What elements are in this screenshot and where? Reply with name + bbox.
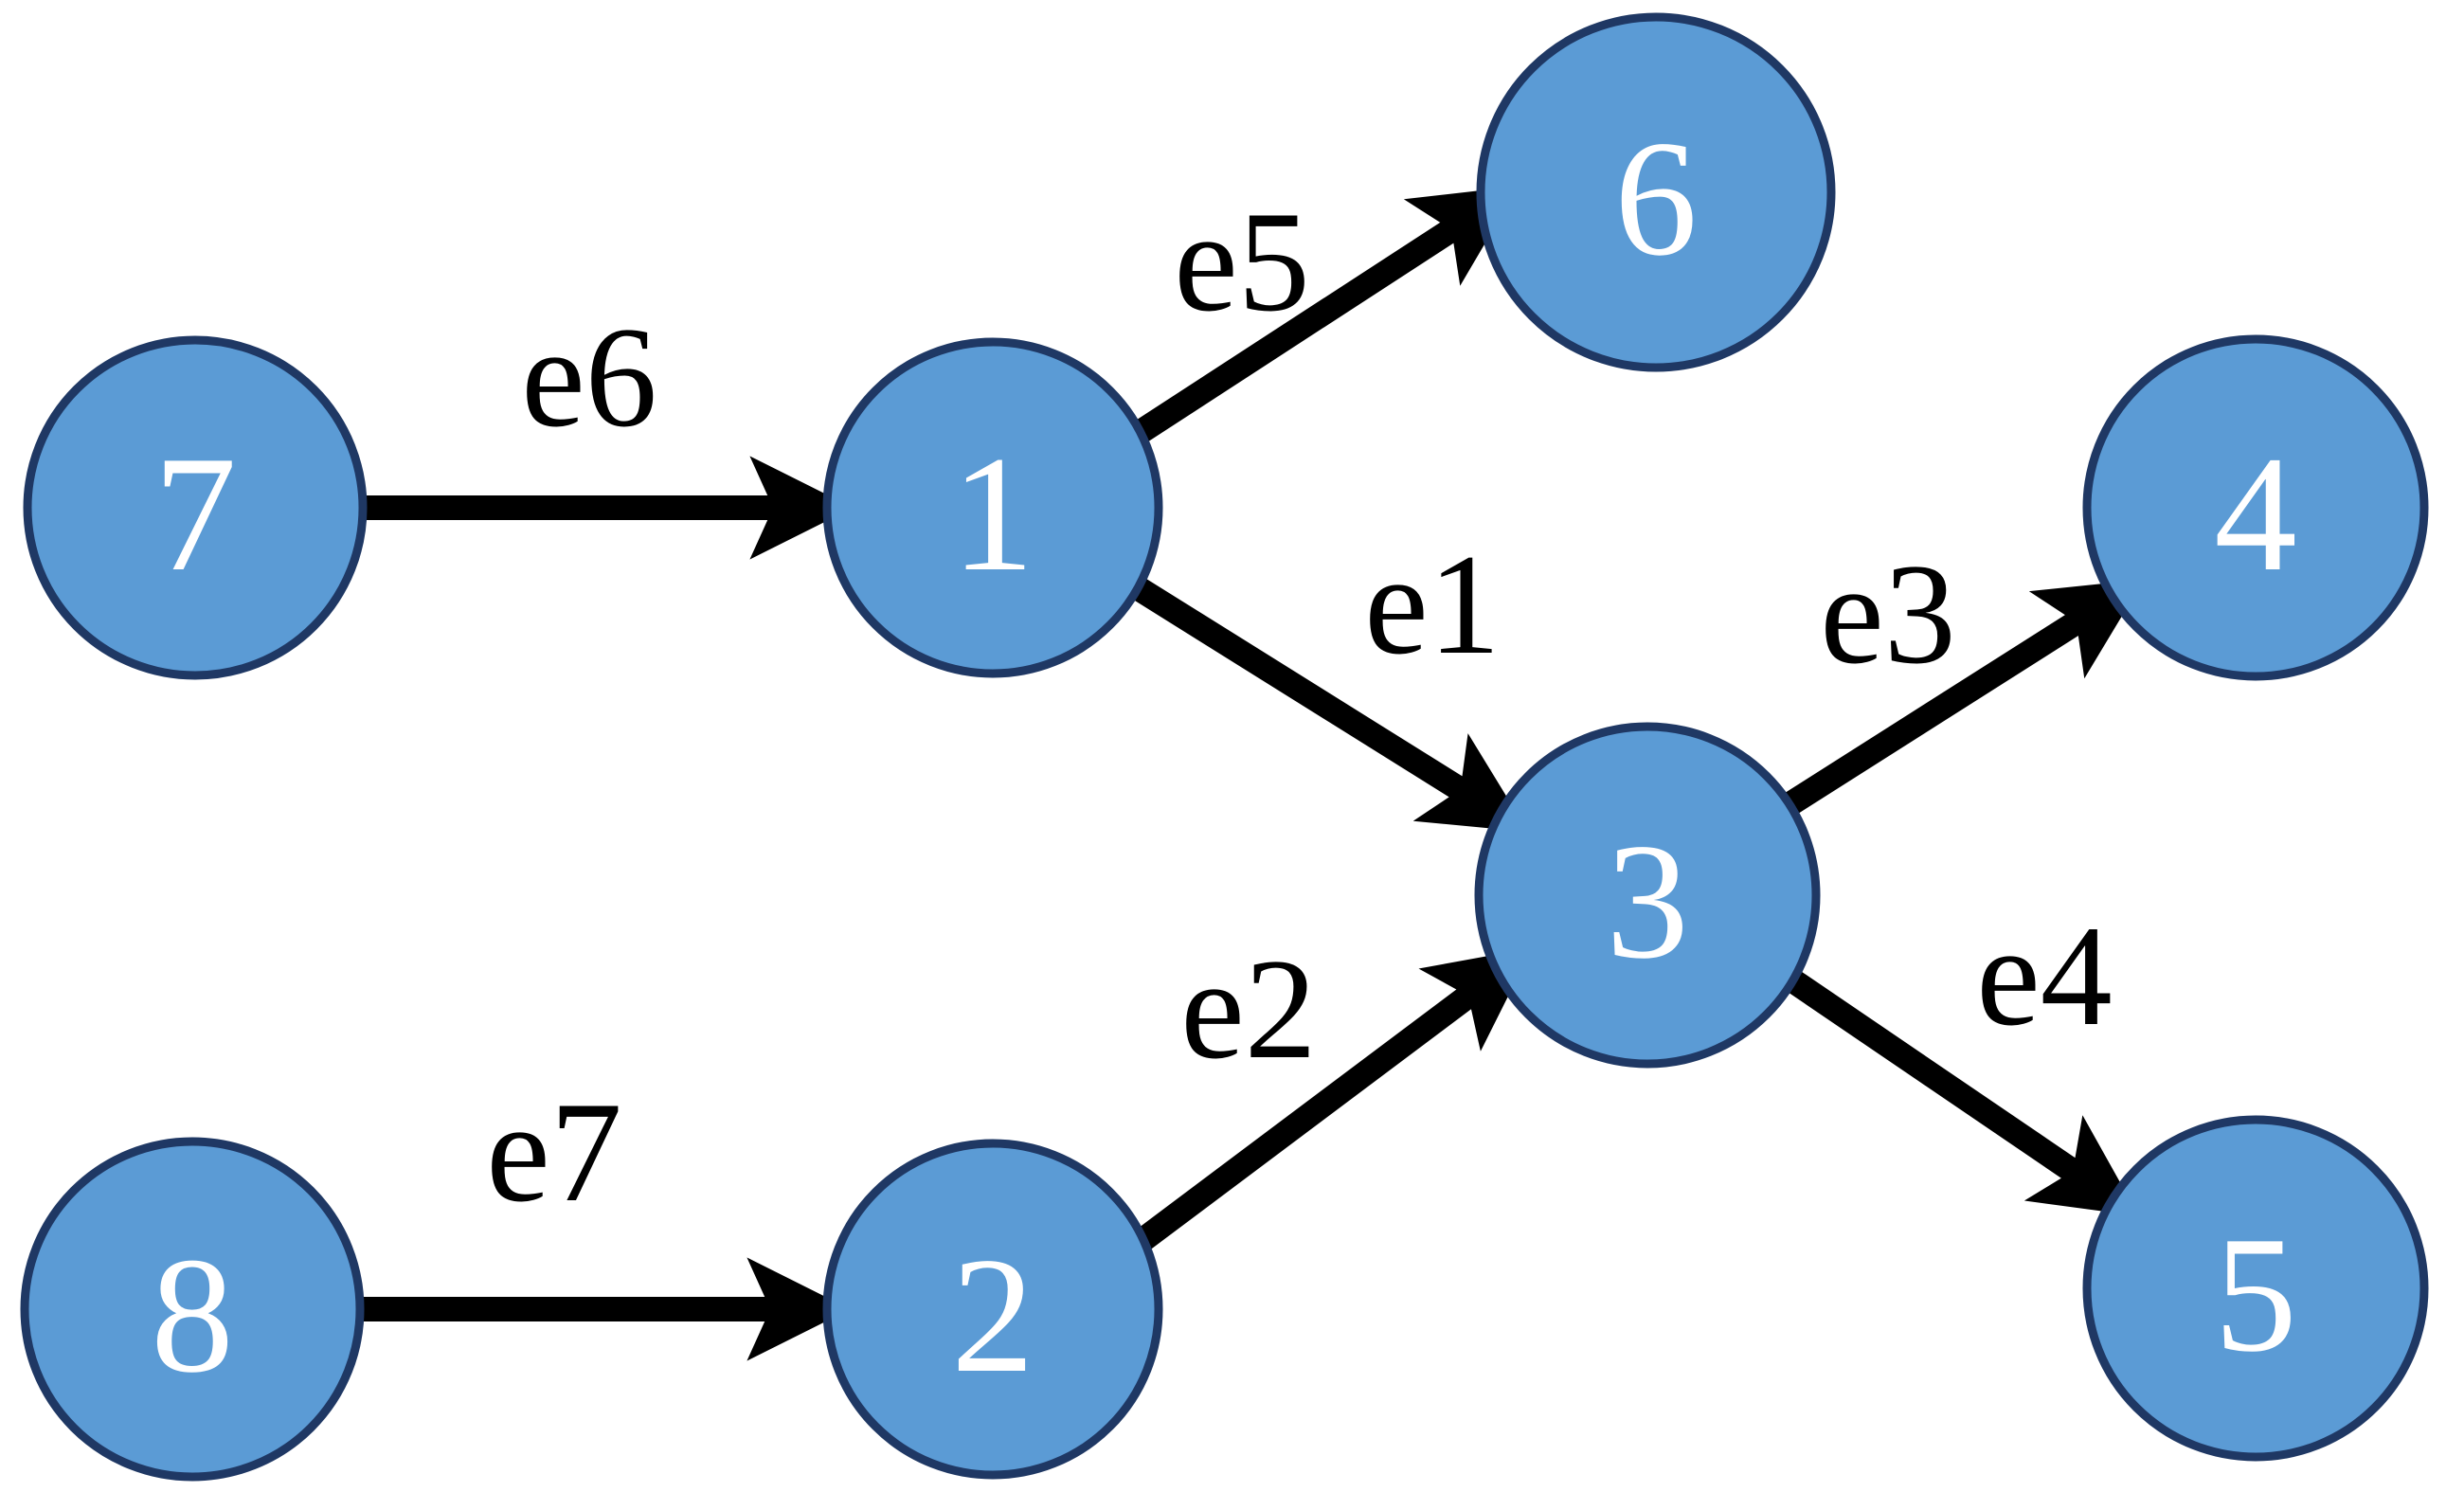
edge-e1-label: e1: [1364, 525, 1500, 684]
edge-e6-label: e6: [521, 297, 656, 457]
node-3-label: 3: [1606, 809, 1689, 993]
node-8-label: 8: [151, 1223, 234, 1407]
edge-e2-label: e2: [1180, 929, 1316, 1088]
edges-layer: [362, 184, 2145, 1361]
node-labels-layer: 7 8 1 2 6 3 4 5: [151, 106, 2297, 1407]
nodes-layer: [20, 12, 2429, 1482]
edge-e7-label: e7: [486, 1072, 621, 1231]
node-2-circle[interactable]: [822, 1139, 1163, 1480]
node-7-label: 7: [153, 422, 237, 605]
node-7-circle[interactable]: [23, 335, 368, 680]
edge-e3-line[interactable]: [1774, 577, 2145, 820]
node-4-label: 4: [2214, 422, 2297, 605]
edge-e2-line[interactable]: [1134, 946, 1533, 1251]
node-5-circle[interactable]: [2082, 1115, 2429, 1462]
edge-e4-label: e4: [1976, 896, 2112, 1055]
node-2-label: 2: [951, 1223, 1034, 1407]
node-6-circle[interactable]: [1476, 12, 1836, 372]
edge-e5-line[interactable]: [1120, 184, 1520, 451]
node-1-circle[interactable]: [822, 337, 1163, 678]
edge-e3-label: e3: [1820, 534, 1955, 693]
node-1-label: 1: [951, 422, 1034, 605]
edge-labels-layer: e1 e2 e3 e4 e5 e6 e7: [486, 182, 2112, 1231]
node-8-circle[interactable]: [20, 1137, 365, 1482]
edge-e4-line[interactable]: [1778, 965, 2139, 1218]
node-3-circle[interactable]: [1474, 722, 1821, 1069]
edge-e1-line[interactable]: [1130, 576, 1529, 836]
node-6-label: 6: [1614, 106, 1698, 290]
node-4-circle[interactable]: [2082, 334, 2429, 681]
node-5-label: 5: [2214, 1202, 2297, 1386]
edge-e5-label: e5: [1174, 182, 1309, 341]
